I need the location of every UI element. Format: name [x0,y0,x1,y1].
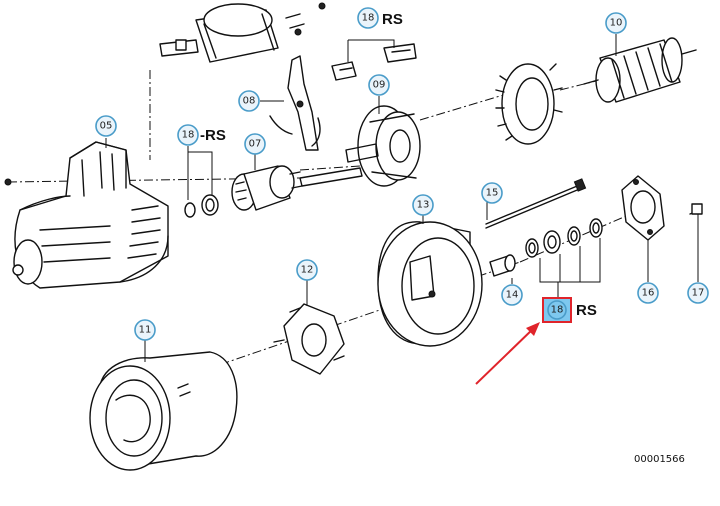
callout-18-top: 18 [357,7,379,29]
highlight-arrow [475,322,540,385]
washer-set-right-part [525,218,603,258]
bushing-part [489,254,516,277]
callout-12-label: 12 [301,265,314,276]
callout-18-top-label: 18 [362,13,375,24]
callout-09-label: 09 [373,80,386,91]
field-housing-part [89,351,238,471]
callout-15: 15 [481,182,503,204]
pinion-drive-part [231,165,303,211]
callout-08: 08 [238,90,260,112]
pole-ring-part [495,63,563,145]
brush-plate-part [273,303,345,375]
callout-16-label: 16 [642,288,655,299]
callout-18-right-label: 18 [551,305,564,316]
callout-14-label: 14 [506,290,519,301]
yoke-housing-part [377,221,483,347]
end-cap-part [621,175,665,241]
callout-07-label: 07 [249,139,262,150]
fork-lever-part [269,55,321,151]
callout-14: 14 [501,284,523,306]
callout-17: 17 [687,282,709,304]
callout-05-label: 05 [100,121,113,132]
rs-label-top: RS [382,11,403,28]
leader-lines [105,34,699,362]
callout-07: 07 [244,133,266,155]
rs-label-right: RS [576,302,597,319]
callout-08-label: 08 [243,96,256,107]
starter-housing-part [4,141,169,289]
ring-set-left-part [184,194,219,218]
armature-part [583,37,697,103]
callout-13-label: 13 [417,200,430,211]
rs-label-left: -RS [200,127,226,144]
callout-18-right: 18 [547,300,567,320]
solenoid-part [159,2,326,63]
callout-10-label: 10 [610,18,623,29]
callout-11-label: 11 [139,325,152,336]
callout-11: 11 [134,319,156,341]
brush-clip-top-part [331,43,417,81]
tie-rod-part [485,178,587,229]
callout-12: 12 [296,259,318,281]
callout-15-label: 15 [486,188,499,199]
callout-13: 13 [412,194,434,216]
callout-17-label: 17 [692,288,705,299]
reference-code: 00001566 [634,454,685,465]
callout-09: 09 [368,74,390,96]
callout-05: 05 [95,115,117,137]
callout-18-left: 18 [177,124,199,146]
drive-end-part [299,105,421,187]
screw-part [689,203,703,215]
callout-18-left-label: 18 [182,130,195,141]
callout-16: 16 [637,282,659,304]
callout-10: 10 [605,12,627,34]
